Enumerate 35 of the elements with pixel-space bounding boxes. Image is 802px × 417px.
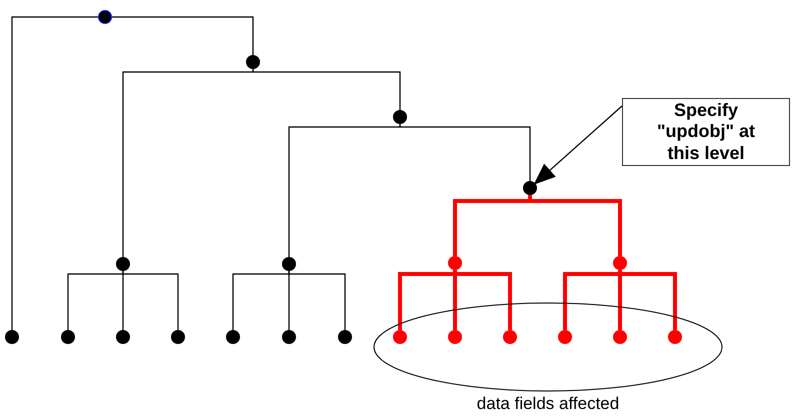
tree-node-dot [613,256,627,270]
callout-text: Specify "updobj" at this level [656,100,756,164]
tree-node-dot [613,330,627,344]
tree-node-dot [393,110,407,124]
tree-node-dot [246,55,260,69]
tree-node-dot [282,330,296,344]
tree-node-dot [338,330,352,344]
tree-node-dot [5,330,19,344]
tree-node-dot [116,257,130,271]
callout-box [622,98,790,166]
tree-node-dot [668,330,682,344]
tree-node-dot [98,10,112,24]
tree-node-dot [282,257,296,271]
tree-node-dot [61,330,75,344]
tree-node-dot [171,330,185,344]
tree-branch-line [122,68,254,257]
tree-node-dot [116,330,130,344]
tree-branch-line [232,271,290,330]
tree-node-dot [558,330,572,344]
tree-node-dot [393,330,407,344]
tree-branch-line [122,271,179,330]
tree-node-dot [503,330,517,344]
tree-node-dot [448,256,462,270]
arrow [534,106,622,185]
tree-node-dot [448,330,462,344]
tree-branch-line [252,69,401,110]
group-caption: data fields affected [476,394,620,414]
tree-branch-line [399,124,531,181]
tree-node-dot [523,181,537,195]
tree-node-dot [226,330,240,344]
tree-branch-line [112,16,254,55]
tree-branch-line [288,271,346,330]
tree-branch-line [67,271,124,330]
tree-branch-line [11,16,98,330]
tree-branch-line [288,124,401,257]
